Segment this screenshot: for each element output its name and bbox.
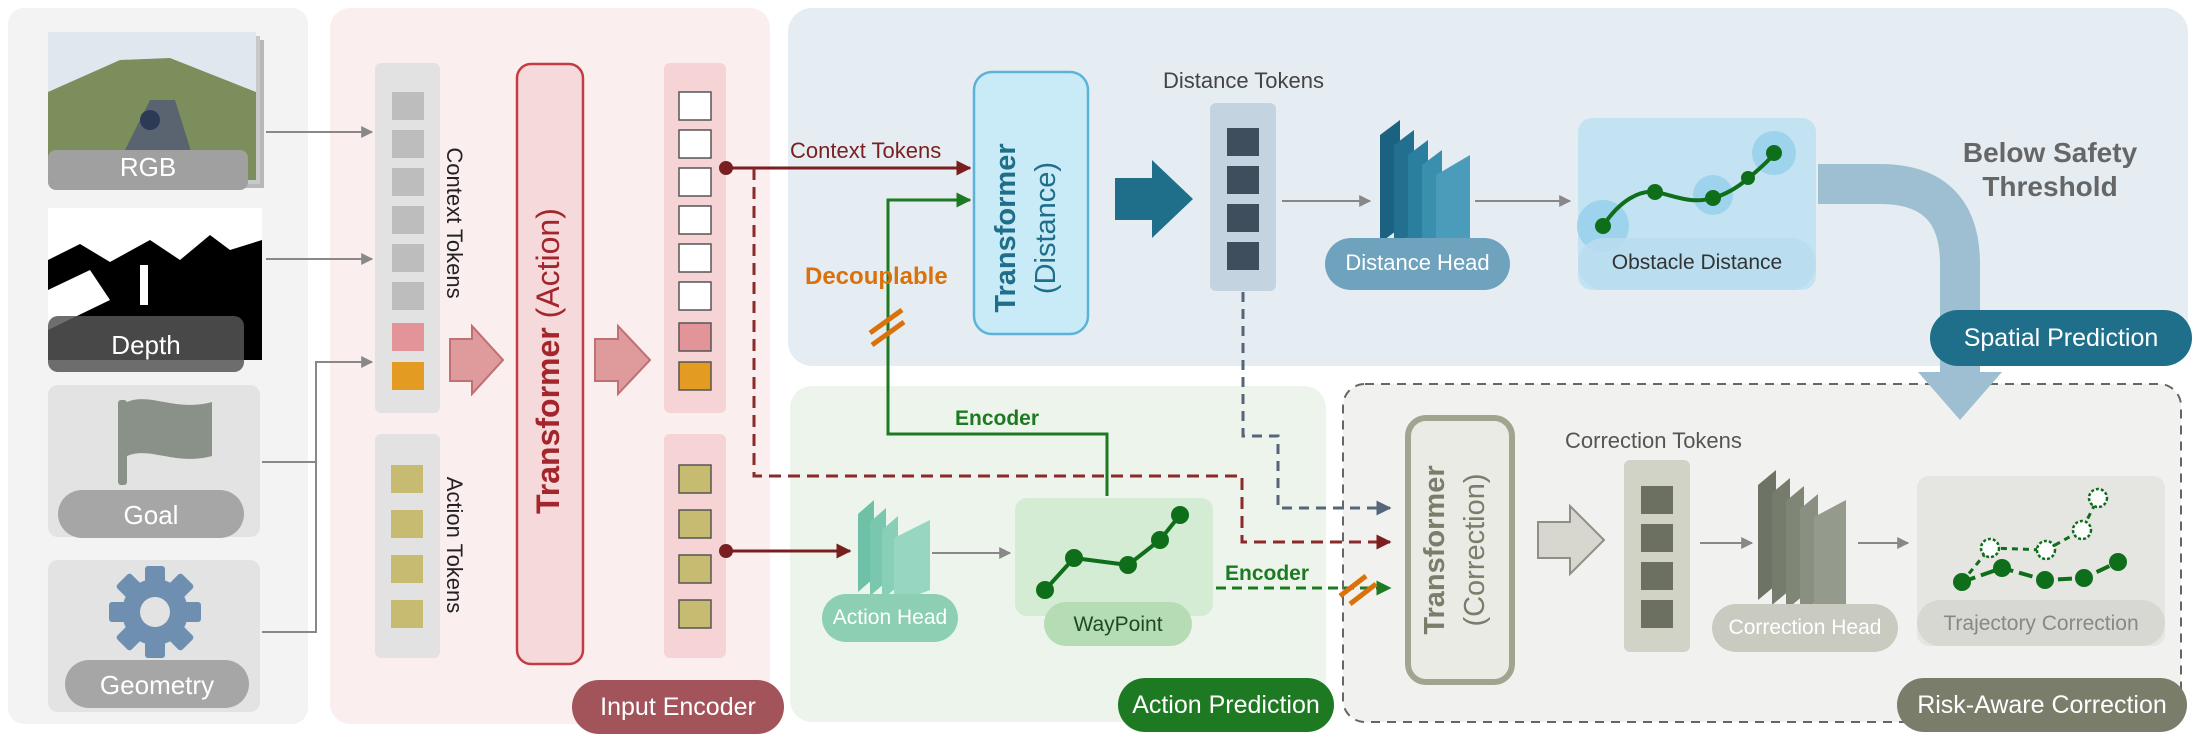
distance-tokens-label: Distance Tokens bbox=[1163, 68, 1325, 93]
obstacle-distance-label: Obstacle Distance bbox=[1611, 251, 1783, 274]
obstacle-distance-plot bbox=[1577, 131, 1796, 252]
action-tokens bbox=[391, 465, 423, 628]
decouplable-label: Decouplable bbox=[805, 263, 948, 290]
spatial-prediction-panel bbox=[788, 8, 2188, 366]
action-prediction-label: Action Prediction bbox=[1132, 691, 1320, 719]
encoder-top-label: Encoder bbox=[955, 407, 1040, 430]
output-action-tokens bbox=[678, 464, 712, 629]
waypoint-card bbox=[1015, 498, 1213, 616]
context-tokens-arrow-label: Context Tokens bbox=[790, 138, 942, 163]
correction-tokens bbox=[1641, 486, 1673, 628]
context-tokens-label: Context Tokens bbox=[442, 147, 467, 299]
distance-head-label: Distance Head bbox=[1345, 250, 1490, 275]
trajectory-correction-label: Trajectory Correction bbox=[1943, 612, 2139, 635]
goal-flag-icon bbox=[118, 399, 212, 485]
risk-aware-correction-label: Risk-Aware Correction bbox=[1917, 691, 2167, 719]
transformer-correction-label: Transformer(Correction) bbox=[1415, 420, 1505, 680]
transformer-distance-label: Transformer(Distance) bbox=[986, 98, 1076, 358]
spatial-prediction-label: Spatial Prediction bbox=[1963, 324, 2159, 352]
action-head-layers bbox=[858, 500, 930, 604]
geometry-label: Geometry bbox=[99, 670, 215, 700]
transformer-action-label: Transformer (Action) bbox=[530, 208, 570, 514]
encoder-bottom-label: Encoder bbox=[1225, 562, 1310, 585]
waypoint-label: WayPoint bbox=[1073, 613, 1163, 636]
transformer-correction-sub: (Correction) bbox=[1459, 473, 1491, 627]
transformer-correction-block bbox=[1405, 415, 1515, 685]
below-safety-label: Below Safety Threshold bbox=[1962, 137, 2138, 202]
input-encoder-label: Input Encoder bbox=[600, 693, 756, 721]
distance-head-layers bbox=[1380, 120, 1470, 263]
safety-threshold-arrow bbox=[1818, 164, 2002, 420]
transformer-correction-bold: Transformer bbox=[1419, 465, 1451, 635]
context-tokens bbox=[392, 92, 424, 390]
decouple-cut-icon bbox=[868, 307, 906, 348]
transformer-distance-sub: (Distance) bbox=[1030, 161, 1062, 295]
distance-tokens bbox=[1227, 128, 1259, 270]
rgb-image bbox=[48, 32, 256, 180]
goal-label: Goal bbox=[123, 500, 179, 530]
depth-label: Depth bbox=[111, 330, 181, 360]
waypoint-plot bbox=[1036, 506, 1189, 599]
transformer-action-sub: (Action) bbox=[530, 208, 566, 319]
rgb-label: RGB bbox=[119, 152, 177, 182]
action-head-label: Action Head bbox=[832, 606, 948, 629]
distance-token-column bbox=[1210, 103, 1276, 291]
geometry-gear-icon bbox=[109, 566, 201, 658]
correction-token-column bbox=[1624, 460, 1690, 652]
output-context-tokens bbox=[678, 91, 712, 391]
correction-head-label: Correction Head bbox=[1728, 616, 1882, 639]
transformer-distance-block bbox=[972, 70, 1090, 336]
transformer-distance-bold: Transformer bbox=[990, 143, 1022, 313]
transformer-action-block bbox=[515, 62, 585, 666]
correction-head-layers bbox=[1758, 470, 1846, 622]
transformer-action-bold: Transformer bbox=[530, 327, 566, 514]
decouple-cut-icon-2 bbox=[1338, 574, 1378, 606]
correction-tokens-label: Correction Tokens bbox=[1565, 428, 1742, 453]
action-tokens-label: Action Tokens bbox=[442, 476, 467, 614]
trajectory-correction-plot bbox=[1953, 487, 2127, 591]
